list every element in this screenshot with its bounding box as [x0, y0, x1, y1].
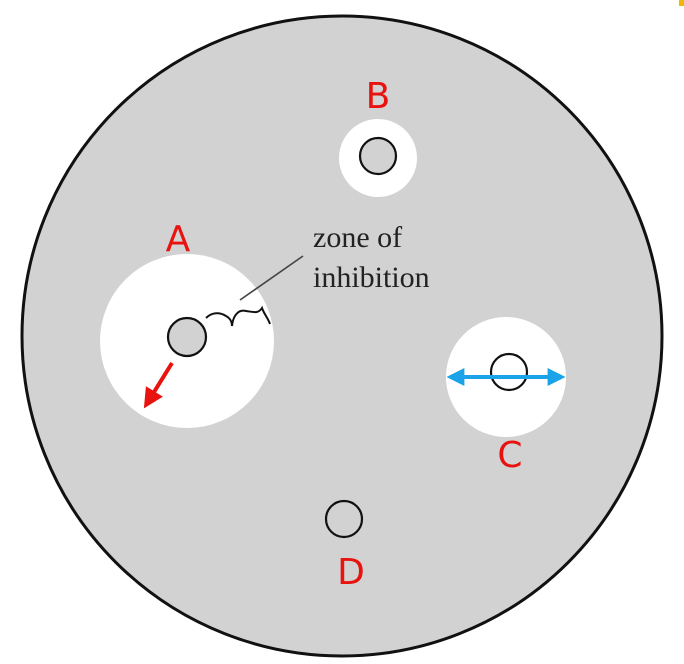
zone-brace-icon	[205, 305, 271, 327]
well-label-d: D	[337, 552, 365, 593]
well-a: A	[100, 219, 274, 428]
annotation-line-2: inhibition	[313, 261, 430, 294]
radius-arrow-icon	[143, 361, 174, 409]
annotation-leader-line	[239, 255, 304, 301]
corner-mark	[679, 0, 684, 6]
antibiotic-disk-a	[166, 316, 208, 358]
well-c: C	[446, 317, 566, 476]
antibiotic-disk-b	[358, 136, 398, 176]
agar-plate	[20, 14, 664, 658]
well-d: D	[324, 499, 365, 593]
well-b: B	[339, 76, 417, 197]
well-label-b: B	[366, 76, 391, 117]
annotation-line-1: zone of	[313, 221, 402, 254]
antibiotic-disk-d	[324, 499, 364, 539]
well-label-c: C	[497, 435, 522, 476]
well-label-a: A	[166, 219, 191, 260]
